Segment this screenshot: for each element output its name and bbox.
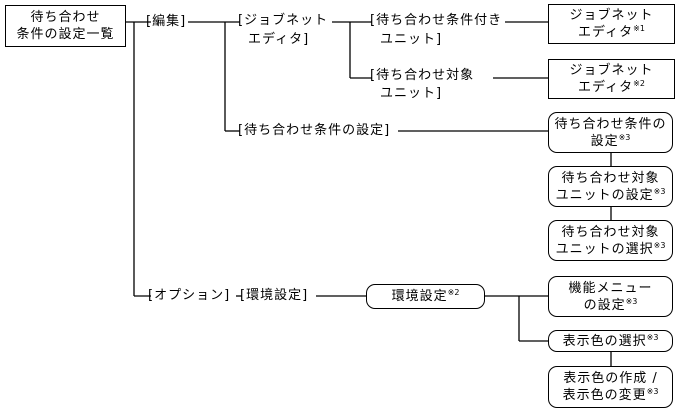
wait-target-select-note: ※3: [653, 240, 666, 250]
root-line-2: 条件の設定一覧: [16, 27, 115, 42]
editor2-line-1: ジョブネット: [569, 63, 654, 78]
color-select-note: ※3: [646, 332, 659, 342]
editor1-line-2: エディタ: [578, 25, 634, 40]
env-setting-note: ※2: [447, 288, 460, 297]
window-wait-cond-setting: 待ち合わせ条件の 設定※3: [548, 112, 673, 153]
editor1-line-1: ジョブネット: [569, 8, 654, 23]
window-color-create-change: 表示色の作成 / 表示色の変更※3: [548, 366, 673, 408]
wait-target-setting-line-1: 待ち合わせ対象: [561, 170, 660, 186]
func-menu-setting-note: ※3: [625, 296, 638, 306]
window-color-select: 表示色の選択※3: [548, 330, 673, 352]
window-jobnet-editor-2: ジョブネット エディタ※2: [548, 59, 675, 99]
menu-wait-target-unit-line-1[interactable]: [待ち合わせ対象: [370, 68, 475, 83]
menu-wait-target-unit-line-2[interactable]: ユニット]: [380, 86, 443, 101]
menu-env-settings[interactable]: [環境設定]: [240, 288, 309, 303]
editor2-line-2: エディタ: [578, 80, 634, 95]
menu-jobnet-editor-line-1[interactable]: [ジョブネット: [238, 13, 329, 28]
color-create-change-note: ※3: [646, 387, 659, 396]
window-env-setting: 環境設定※2: [366, 284, 485, 309]
wait-cond-setting-line-2: 設定: [590, 133, 619, 149]
menu-wait-cond-unit-line-2[interactable]: ユニット]: [380, 32, 443, 47]
root-box: 待ち合わせ 条件の設定一覧: [5, 5, 126, 47]
wait-target-select-line-1: 待ち合わせ対象: [561, 224, 660, 240]
menu-wait-cond-unit-line-1[interactable]: [待ち合わせ条件付き: [370, 13, 503, 28]
window-jobnet-editor-1: ジョブネット エディタ※1: [548, 4, 675, 44]
window-func-menu-setting: 機能メニュー の設定※3: [548, 276, 673, 317]
wait-cond-setting-note: ※3: [618, 132, 631, 142]
color-create-change-line-1: 表示色の作成 /: [563, 371, 658, 386]
wait-target-setting-note: ※3: [653, 186, 666, 196]
wait-cond-setting-line-1: 待ち合わせ条件の: [554, 116, 667, 132]
window-wait-target-setting: 待ち合わせ対象 ユニットの設定※3: [548, 166, 673, 207]
menu-jobnet-editor-line-2[interactable]: エディタ]: [248, 32, 310, 47]
color-select-label: 表示色の選択: [562, 333, 647, 349]
wait-target-setting-line-2: ユニットの設定: [555, 187, 654, 203]
func-menu-setting-line-2: の設定: [583, 297, 626, 313]
menu-wait-cond-settings[interactable]: [待ち合わせ条件の設定]: [238, 123, 391, 138]
root-line-1: 待ち合わせ: [30, 10, 101, 25]
menu-options[interactable]: [オプション]: [148, 288, 231, 303]
editor2-note: ※2: [633, 79, 645, 88]
env-setting-label: 環境設定: [391, 289, 448, 304]
window-wait-target-select: 待ち合わせ対象 ユニットの選択※3: [548, 220, 673, 261]
wait-target-select-line-2: ユニットの選択: [555, 241, 654, 257]
menu-edit[interactable]: [編集]: [146, 14, 187, 29]
editor1-note: ※1: [633, 24, 645, 33]
func-menu-setting-line-1: 機能メニュー: [568, 280, 653, 296]
color-create-change-line-2: 表示色の変更: [562, 388, 647, 403]
